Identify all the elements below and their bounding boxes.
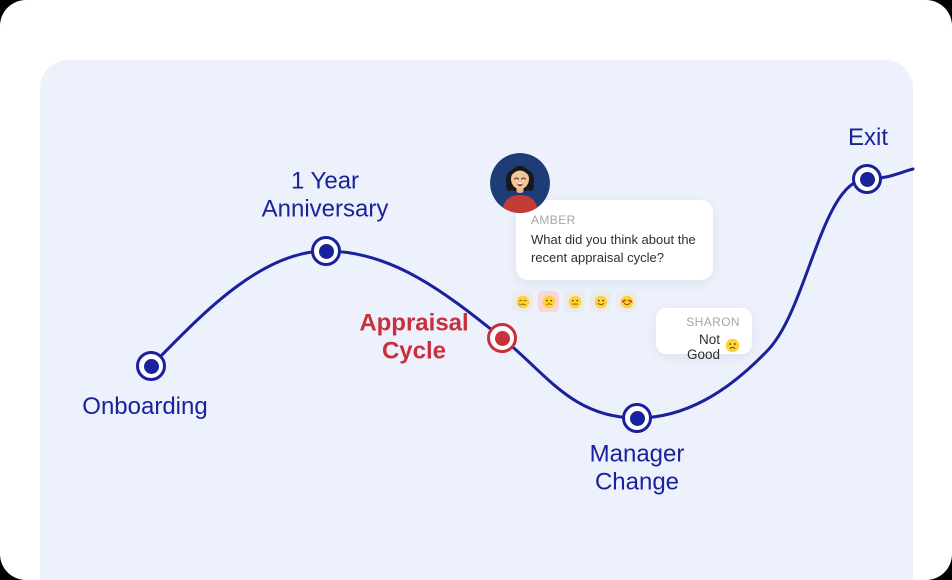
milestone-node-appraisal [487,323,517,353]
amber-avatar [490,153,550,213]
reaction-row [512,291,637,312]
question-message-line2: recent appraisal cycle? [531,250,664,266]
reaction-button-smiling-face[interactable] [590,291,611,312]
reply-bubble: SHARON Not Good [656,308,752,362]
reply-text: Not Good [686,332,720,362]
question-sender-name: AMBER [531,213,576,227]
reaction-button-neutral-face[interactable] [564,291,585,312]
milestone-label-anniversary: 1 Year Anniversary [261,167,389,223]
milestone-label-onboarding: Onboarding [82,392,208,420]
reaction-button-sad-tear-face[interactable] [512,291,533,312]
reply-sender-name: SHARON [686,315,740,329]
milestone-node-anniversary [311,236,341,266]
milestone-label-exit: Exit [847,123,889,151]
milestone-label-appraisal: Appraisal Cycle [359,309,469,365]
milestone-node-onboarding [136,351,166,381]
milestone-node-manager-change [622,403,652,433]
milestone-node-exit [852,164,882,194]
frowning-face-icon [725,338,740,356]
question-message-line1: What did you think about the [531,232,696,247]
milestone-label-manager-change: Manager Change [589,440,685,496]
reaction-button-frowning-face[interactable] [538,291,559,312]
reaction-button-hearts-face[interactable] [616,291,637,312]
